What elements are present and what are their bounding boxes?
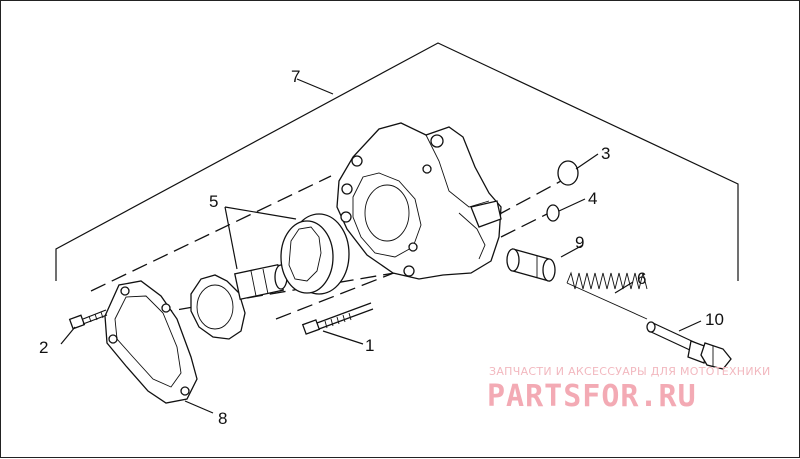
callout-2: 2 bbox=[39, 338, 48, 357]
relief-valve-plug bbox=[646, 321, 732, 370]
housing-bolt bbox=[301, 302, 374, 335]
inner-rotor-with-shaft bbox=[190, 263, 288, 340]
relief-valve-plunger bbox=[506, 248, 556, 282]
leader-lines bbox=[60, 78, 702, 414]
o-ring-small bbox=[546, 204, 560, 222]
cover-bolt bbox=[68, 309, 108, 330]
callout-3: 3 bbox=[601, 144, 610, 163]
pump-housing bbox=[336, 122, 502, 280]
callout-10: 10 bbox=[705, 310, 724, 329]
callout-8: 8 bbox=[218, 409, 227, 428]
callout-9: 9 bbox=[575, 233, 584, 252]
watermark-brand: PARTSFOR.RU bbox=[487, 379, 697, 414]
outer-rotor bbox=[280, 213, 350, 295]
callout-4: 4 bbox=[588, 189, 597, 208]
o-ring-large bbox=[557, 160, 579, 186]
callout-7: 7 bbox=[291, 67, 300, 86]
relief-valve-spring bbox=[566, 271, 648, 320]
pump-cover-plate bbox=[104, 280, 198, 404]
watermark-tagline: ЗАПЧАСТИ И АКСЕССУАРЫ ДЛЯ МОТОТЕХНИКИ bbox=[489, 365, 771, 378]
callout-1: 1 bbox=[365, 336, 374, 355]
callout-6: 6 bbox=[637, 269, 646, 288]
callout-5: 5 bbox=[209, 192, 218, 211]
assembly-bracket bbox=[55, 42, 739, 281]
